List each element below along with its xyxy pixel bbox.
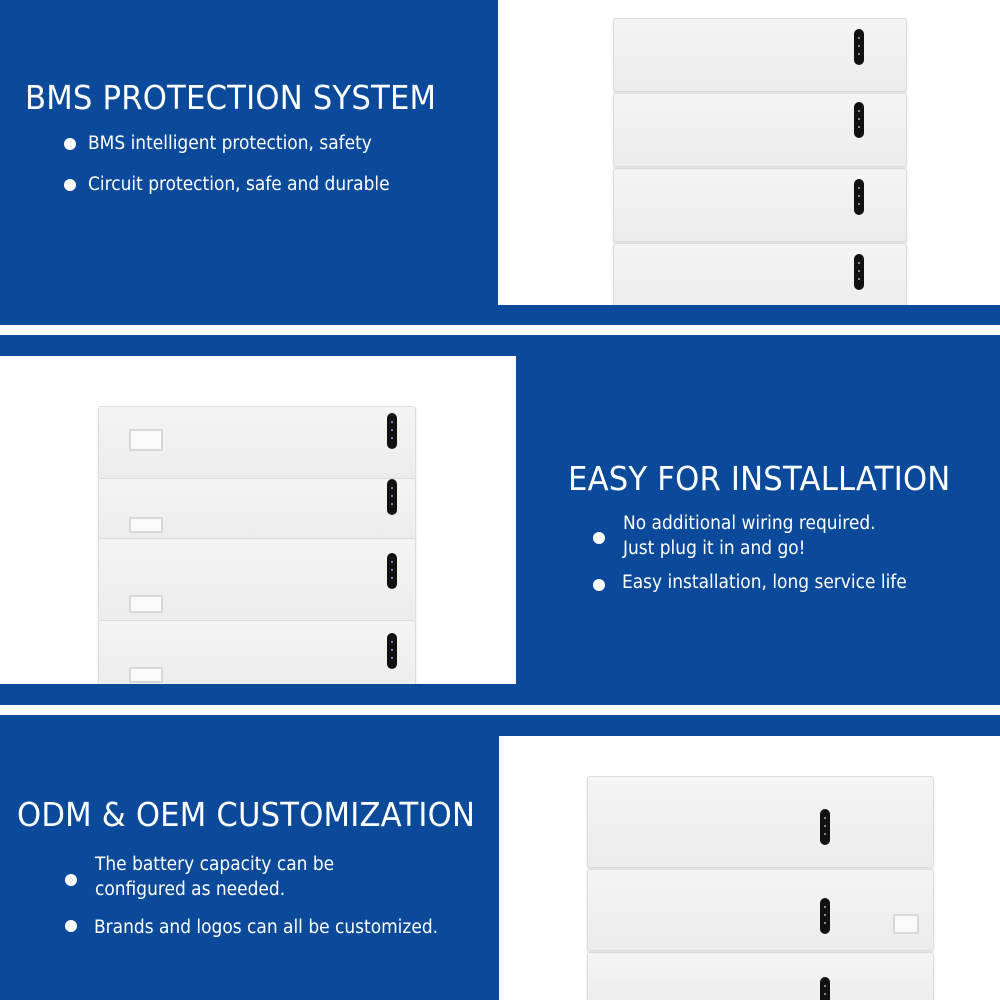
status-light-icon	[387, 413, 397, 449]
status-light-icon	[387, 479, 397, 515]
handle-icon	[893, 914, 919, 934]
bullet-dot	[64, 138, 76, 150]
bullet-text: The battery capacity can be	[95, 854, 335, 875]
status-light-icon	[854, 29, 864, 65]
status-light-icon	[820, 898, 830, 934]
battery-module	[98, 538, 416, 622]
bullet-dot	[65, 874, 77, 886]
battery-module	[613, 18, 907, 92]
status-light-icon	[820, 977, 830, 1000]
bullet-dot	[593, 579, 605, 591]
status-light-icon	[854, 179, 864, 215]
bullet-text: configured as needed.	[95, 879, 286, 900]
feature-panel-customization: ODM & OEM CUSTOMIZATION The battery capa…	[0, 715, 1000, 1000]
panel-title: EASY FOR INSTALLATION	[568, 459, 951, 498]
status-light-icon	[854, 254, 864, 290]
battery-module	[98, 478, 416, 542]
bullet-dot	[593, 532, 605, 544]
battery-module	[98, 620, 416, 684]
bullet-text: Brands and logos can all be customized.	[94, 917, 439, 938]
status-light-icon	[854, 102, 864, 138]
battery-stack-photo	[0, 356, 516, 684]
bullet-text: Easy installation, long service life	[622, 572, 907, 593]
status-light-icon	[387, 553, 397, 589]
handle-icon	[129, 517, 163, 533]
bullet-text: Just plug it in and go!	[623, 538, 806, 559]
battery-module	[587, 776, 934, 868]
battery-module	[587, 869, 934, 951]
battery-module	[613, 243, 907, 305]
status-light-icon	[820, 809, 830, 845]
panel-title: BMS PROTECTION SYSTEM	[25, 78, 437, 117]
handle-icon	[129, 429, 163, 451]
bullet-text: No additional wiring required.	[623, 513, 876, 534]
handle-icon	[129, 667, 163, 683]
status-light-icon	[387, 633, 397, 669]
bullet-dot	[64, 179, 76, 191]
battery-stack-photo	[499, 736, 1000, 1000]
battery-module	[98, 406, 416, 480]
bullet-dot	[65, 920, 77, 932]
handle-icon	[129, 595, 163, 613]
panel-title: ODM & OEM CUSTOMIZATION	[17, 795, 476, 834]
battery-stack-photo	[498, 0, 1000, 305]
feature-panel-installation: EASY FOR INSTALLATION No additional wiri…	[0, 335, 1000, 705]
battery-module	[613, 168, 907, 242]
bullet-text: BMS intelligent protection, safety	[88, 133, 372, 154]
feature-panel-bms: BMS PROTECTION SYSTEM BMS intelligent pr…	[0, 0, 1000, 325]
battery-module	[613, 93, 907, 167]
battery-module	[587, 952, 934, 1000]
bullet-text: Circuit protection, safe and durable	[88, 174, 390, 195]
